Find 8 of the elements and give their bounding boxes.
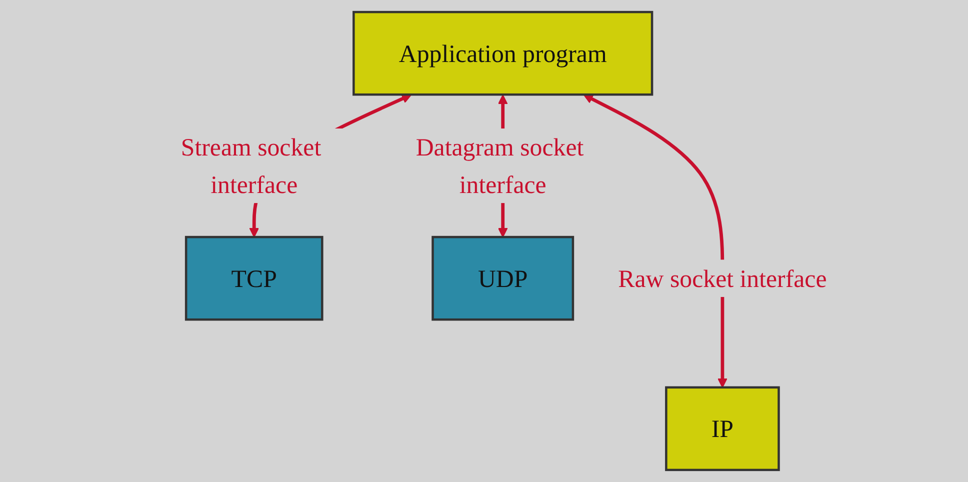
- node-box: UDP: [432, 236, 574, 321]
- arrow: [583, 94, 728, 388]
- node-box: Application program: [352, 10, 654, 96]
- edge-label: Datagram socket interface: [416, 133, 584, 199]
- node-box: TCP: [185, 236, 324, 321]
- node-box: IP: [665, 386, 780, 472]
- edge-label: Stream socket interface: [180, 133, 322, 199]
- edge-label: Raw socket interface: [618, 264, 827, 292]
